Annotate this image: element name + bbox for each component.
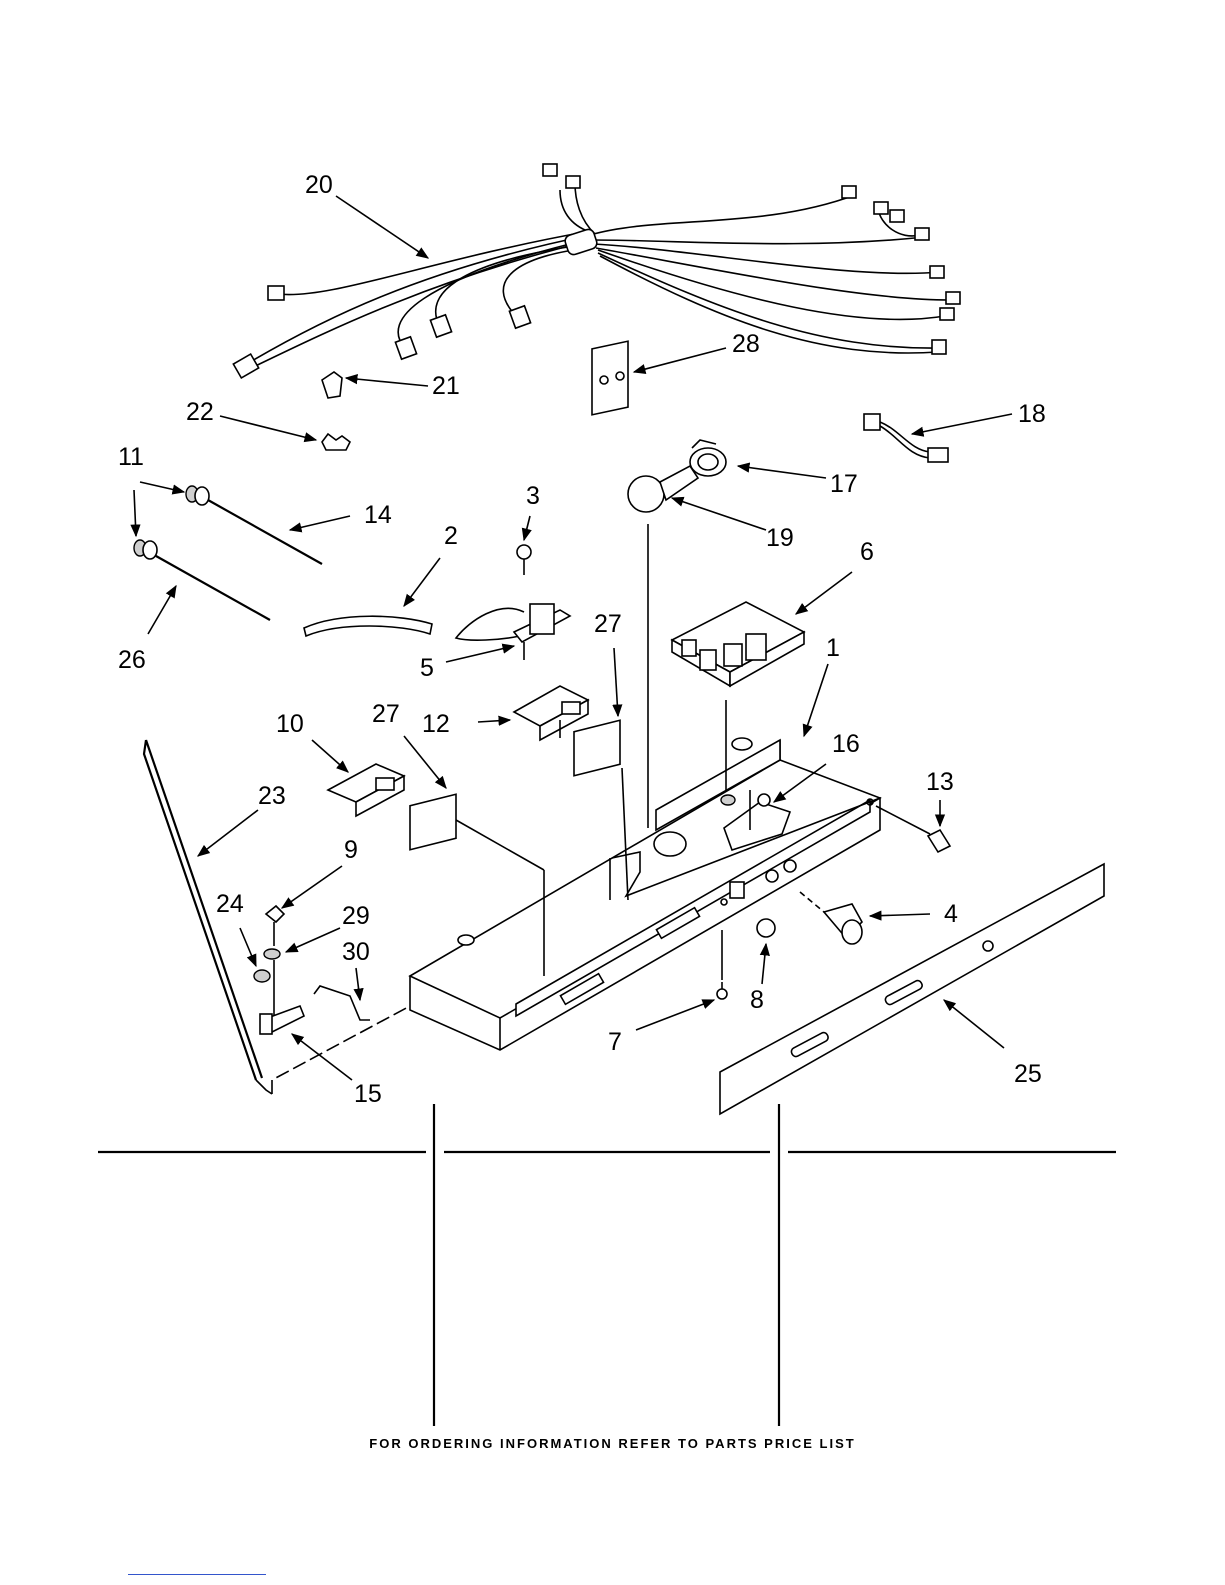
callout-11: 11: [118, 443, 144, 471]
hinge-part-15: [260, 1006, 304, 1034]
callout-27-left: 27: [372, 700, 400, 728]
parts-table-grid: [98, 1104, 1116, 1426]
label-part-27-left: [410, 794, 456, 849]
callout-4: 4: [944, 900, 958, 928]
callout-13: 13: [926, 768, 954, 796]
callout-22: 22: [186, 398, 214, 426]
callout-17: 17: [830, 470, 858, 498]
screw-part-13: [876, 806, 950, 852]
control-board-part-6: [672, 602, 804, 686]
callout-18: 18: [1018, 400, 1046, 428]
bottom-link-underline[interactable]: [128, 1574, 266, 1575]
callout-8: 8: [750, 986, 764, 1014]
switch-part-5: [456, 604, 570, 660]
knob-part-4: [800, 892, 862, 944]
callout-12: 12: [422, 710, 450, 738]
callout-26: 26: [118, 646, 146, 674]
control-housing-part-1: [410, 738, 880, 1050]
clip-part-22: [322, 434, 350, 450]
callout-27-right: 27: [594, 610, 622, 638]
bracket-part-10: [328, 764, 404, 816]
callout-1: 1: [826, 634, 840, 662]
callout-30: 30: [342, 938, 370, 966]
callout-16: 16: [832, 730, 860, 758]
rod-part-26: [156, 556, 270, 620]
callout-19: 19: [766, 524, 794, 552]
clip-part-21: [322, 372, 342, 398]
pad-part-28: [592, 341, 628, 415]
washer-part-29: [264, 949, 280, 959]
washer-part-24: [254, 970, 270, 982]
callout-10: 10: [276, 710, 304, 738]
light-socket-part-17: [690, 440, 726, 476]
callout-25: 25: [1014, 1060, 1042, 1088]
callout-5: 5: [420, 654, 434, 682]
callout-9: 9: [344, 836, 358, 864]
callout-6: 6: [860, 538, 874, 566]
callout-14: 14: [364, 501, 392, 529]
grommet-part-11: [134, 486, 209, 559]
frame-part-23: [144, 740, 272, 1094]
tube-part-2: [304, 616, 432, 636]
harness-part-18: [864, 414, 948, 462]
callout-21: 21: [432, 372, 460, 400]
spring-part-30: [314, 986, 370, 1020]
callout-3: 3: [526, 482, 540, 510]
callout-15: 15: [354, 1080, 382, 1108]
callout-20: 20: [305, 171, 333, 199]
screw-part-7: [717, 930, 727, 999]
label-part-27-right: [574, 720, 620, 775]
screw-part-9: [266, 906, 284, 1020]
wire-harness: [233, 164, 960, 378]
screw-part-3: [517, 545, 531, 575]
callout-24: 24: [216, 890, 244, 918]
light-bulb-part-19: [628, 466, 698, 512]
panel-part-25: [720, 864, 1104, 1114]
callout-7: 7: [608, 1028, 622, 1056]
rod-part-14: [208, 500, 322, 564]
callout-28: 28: [732, 330, 760, 358]
callout-23: 23: [258, 782, 286, 810]
footer-ordering-note: FOR ORDERING INFORMATION REFER TO PARTS …: [0, 1436, 1225, 1451]
callout-29: 29: [342, 902, 370, 930]
callout-2: 2: [444, 522, 458, 550]
